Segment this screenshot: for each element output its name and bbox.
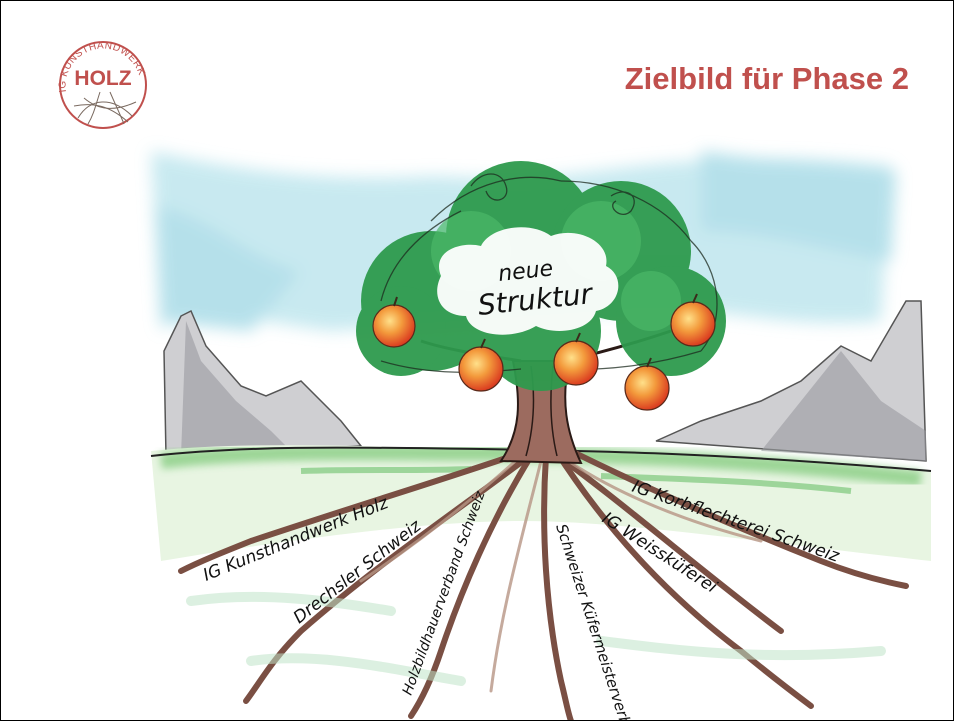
ground: [150, 444, 932, 561]
apple-icon: [670, 293, 716, 347]
roots: [178, 443, 909, 720]
crown-label-line1: neue: [497, 256, 554, 287]
mountains: [163, 300, 927, 462]
apples: [372, 293, 716, 411]
ig-kunsthandwerk-holz-logo: IG KUNSTHANDWERK HOLZ: [50, 40, 156, 130]
apple-icon: [458, 338, 504, 392]
logo-emblem: IG KUNSTHANDWERK HOLZ: [57, 40, 147, 129]
apple-icon: [372, 296, 416, 348]
logo-main-text: HOLZ: [74, 67, 131, 90]
page-title: Zielbild für Phase 2: [624, 61, 909, 96]
apple-icon: [553, 332, 599, 386]
apple-icon: [624, 357, 670, 411]
logo-lines-icon: [73, 91, 137, 125]
